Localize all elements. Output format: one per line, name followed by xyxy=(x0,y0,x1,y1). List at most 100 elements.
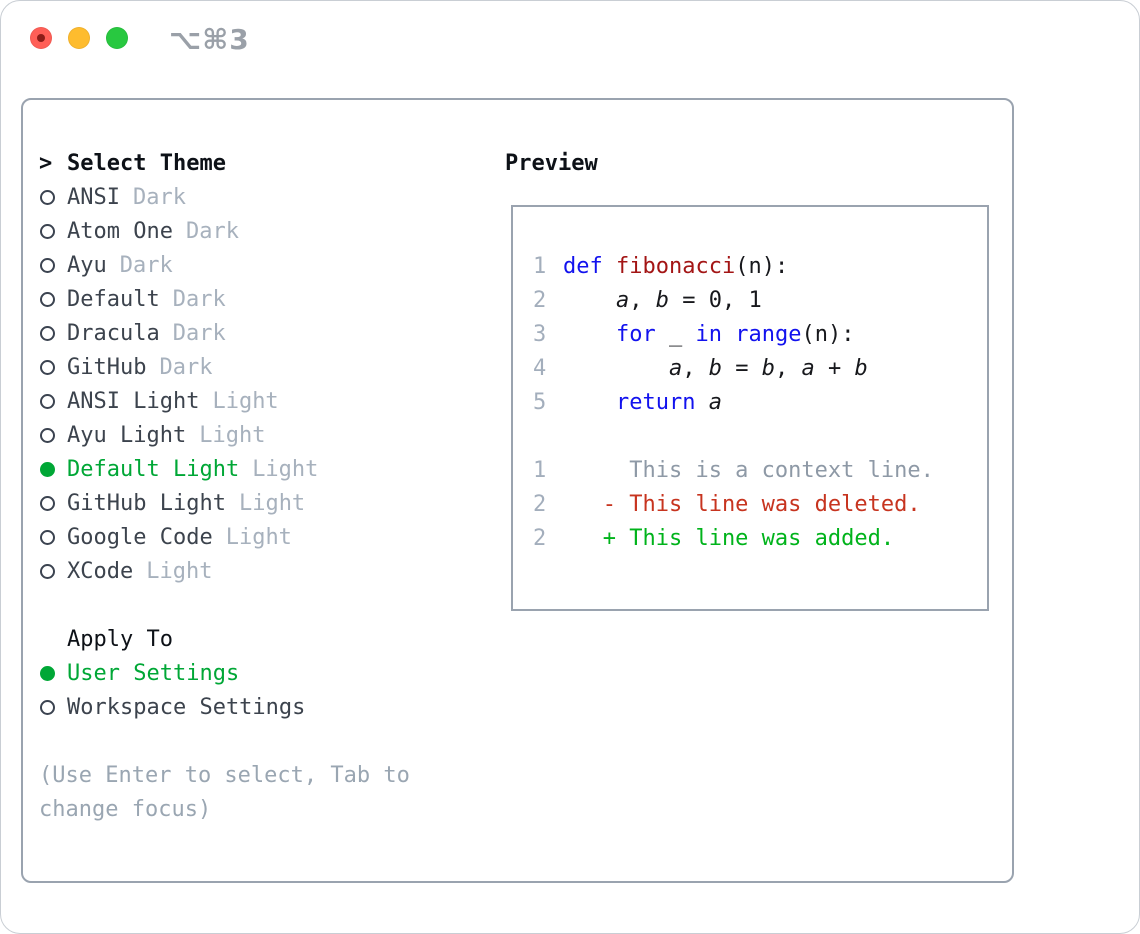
theme-option-label: XCode xyxy=(67,558,134,584)
apply-to-option[interactable]: Workspace Settings xyxy=(39,690,410,724)
theme-option[interactable]: Dracula Dark xyxy=(39,316,410,350)
radio-icon xyxy=(40,291,55,307)
theme-option-tag: Light xyxy=(212,388,279,414)
preview-code-line: 2 - This line was deleted. xyxy=(533,487,977,521)
theme-option-label: GitHub xyxy=(67,354,147,380)
code-text: return a xyxy=(615,389,722,415)
theme-option[interactable]: Default Light Light xyxy=(39,452,410,486)
gutter xyxy=(39,223,67,239)
line-number: 3 xyxy=(533,321,547,347)
theme-option-label: ANSI Light xyxy=(67,388,200,414)
gutter xyxy=(39,325,67,341)
theme-option-tag: Dark xyxy=(172,320,226,346)
radio-icon xyxy=(40,461,55,477)
hint-text: (Use Enter to select, Tab to change focu… xyxy=(39,758,410,826)
theme-option[interactable]: Ayu Dark xyxy=(39,248,410,282)
theme-option-tag: Light xyxy=(146,558,213,584)
apply-to-option[interactable]: User Settings xyxy=(39,656,410,690)
line-number: 2 xyxy=(533,491,547,517)
theme-option-label: ANSI xyxy=(67,184,120,210)
preview-code-line: 3 for _ in range(n): xyxy=(533,317,977,351)
preview-code-line: 1 This is a context line. xyxy=(533,453,977,487)
code-text: def fibonacci(n): xyxy=(563,253,789,279)
select-theme-title: Select Theme xyxy=(67,150,226,176)
code-text: This is a context line. xyxy=(563,457,934,483)
theme-option-label: Default Light xyxy=(67,456,240,482)
theme-option[interactable]: Ayu Light Light xyxy=(39,418,410,452)
line-number: 1 xyxy=(533,457,547,483)
line-number: 4 xyxy=(533,355,547,381)
prompt-icon: > xyxy=(39,150,53,176)
radio-icon xyxy=(40,427,55,443)
theme-option[interactable]: GitHub Dark xyxy=(39,350,410,384)
preview-code-line: 4 a, b = b, a + b xyxy=(533,351,977,385)
gutter xyxy=(39,461,67,477)
radio-icon xyxy=(40,563,55,579)
apply-to-list: User Settings Workspace Settings xyxy=(39,656,410,724)
radio-icon xyxy=(40,529,55,545)
theme-option[interactable]: Atom One Dark xyxy=(39,214,410,248)
radio-icon xyxy=(40,189,55,205)
theme-option[interactable]: ANSI Light Light xyxy=(39,384,410,418)
theme-option-label: Ayu xyxy=(67,252,107,278)
line-number: 1 xyxy=(533,253,547,279)
apply-to-title: Apply To xyxy=(67,626,173,652)
code-text: for _ in range(n): xyxy=(615,321,855,347)
theme-option-label: Default xyxy=(67,286,160,312)
close-button[interactable] xyxy=(30,27,52,49)
minimize-button[interactable] xyxy=(68,27,90,49)
theme-option-tag: Light xyxy=(252,456,319,482)
radio-icon xyxy=(40,495,55,511)
code-text: a, b = 0, 1 xyxy=(615,287,762,313)
theme-option[interactable]: XCode Light xyxy=(39,554,410,588)
code-text: + This line was added. xyxy=(563,525,895,551)
radio-icon xyxy=(40,393,55,409)
preview-code-line: 2 + This line was added. xyxy=(533,521,977,555)
theme-option-label: Ayu Light xyxy=(67,422,187,448)
theme-option-label: Atom One xyxy=(67,218,173,244)
zoom-button[interactable] xyxy=(106,27,128,49)
theme-option[interactable]: ANSI Dark xyxy=(39,180,410,214)
theme-option-tag: Dark xyxy=(159,354,213,380)
radio-icon xyxy=(40,359,55,375)
gutter xyxy=(39,291,67,307)
line-number: 2 xyxy=(533,287,547,313)
theme-option[interactable]: GitHub Light Light xyxy=(39,486,410,520)
theme-option-tag: Dark xyxy=(119,252,173,278)
preview-code-line: 1 def fibonacci(n): xyxy=(533,249,977,283)
titlebar-traffic-lights xyxy=(30,27,128,49)
gutter xyxy=(39,699,67,715)
theme-option-tag: Light xyxy=(199,422,266,448)
preview-box: 1 def fibonacci(n): 2 a, b = 0, 1 3 for … xyxy=(511,205,989,611)
radio-icon xyxy=(40,257,55,273)
spacer xyxy=(39,588,410,622)
code-text: - This line was deleted. xyxy=(563,491,921,517)
theme-option-tag: Dark xyxy=(172,286,226,312)
radio-icon xyxy=(40,325,55,341)
close-dot-icon xyxy=(37,34,45,42)
gutter xyxy=(39,359,67,375)
theme-option-tag: Light xyxy=(238,490,306,516)
theme-option-tag: Dark xyxy=(185,218,239,244)
theme-option[interactable]: Google Code Light xyxy=(39,520,410,554)
window-title: ⌥⌘3 xyxy=(169,23,250,56)
theme-picker-panel: > Select Theme ANSI Dark Atom One Dark A… xyxy=(21,98,1014,883)
gutter xyxy=(39,427,67,443)
theme-option-label: GitHub Light xyxy=(67,490,226,516)
theme-option[interactable]: Default Dark xyxy=(39,282,410,316)
preview-code-line: 5 return a xyxy=(533,385,977,419)
line-number: 5 xyxy=(533,389,547,415)
theme-list: ANSI Dark Atom One Dark Ayu Dark Default… xyxy=(39,180,410,588)
radio-icon xyxy=(40,223,55,239)
apply-to-header: Apply To xyxy=(39,622,410,656)
theme-option-label: Dracula xyxy=(67,320,160,346)
select-theme-header: > Select Theme xyxy=(39,146,410,180)
code-text: a, b = b, a + b xyxy=(668,355,868,381)
preview-header: Preview xyxy=(505,146,598,180)
theme-option-tag: Dark xyxy=(132,184,186,210)
theme-option-label: Google Code xyxy=(67,524,213,550)
gutter xyxy=(39,189,67,205)
radio-icon xyxy=(40,665,55,681)
spacer xyxy=(39,724,410,758)
